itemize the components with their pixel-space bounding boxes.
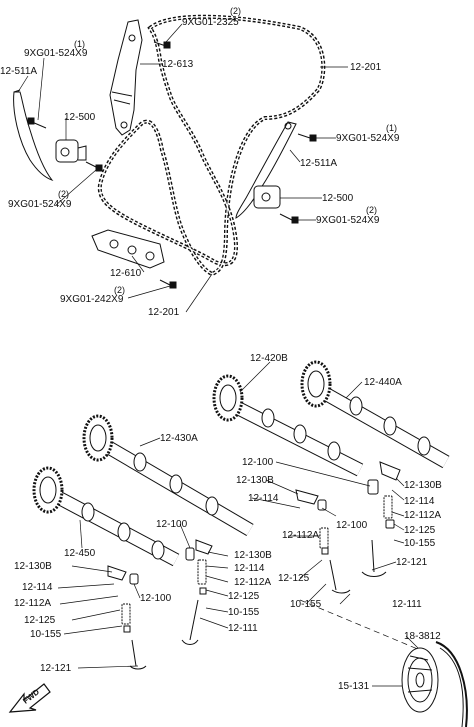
label-12-430a: 12-430A (160, 433, 198, 444)
label-12-125-a: 12-125 (404, 525, 436, 536)
label-12-130b-a: 12-130B (236, 475, 274, 486)
label-12-130b-c: 12-130B (234, 550, 272, 561)
label-12-201-top: 12-201 (350, 62, 382, 73)
label-12-114-b: 12-114 (404, 496, 435, 507)
label-12-111-b: 12-111 (392, 599, 422, 610)
label-9xg01-524x9-top-left: 9XG01-524X9 (24, 48, 88, 59)
qty-524-top-left: (1) (74, 39, 85, 49)
label-9xg01-2325: 9XG01-2325 (182, 17, 239, 28)
upper-leader-lines (17, 23, 348, 313)
label-12-500-left: 12-500 (64, 112, 96, 123)
label-9xg01-524x9-bottom-left: 9XG01-524X9 (8, 199, 72, 210)
label-12-420b: 12-420B (250, 353, 288, 364)
label-12-114-a: 12-114 (248, 493, 279, 504)
drive-belt-15-131 (435, 641, 468, 727)
label-9xg01-524x9-right-bottom: 9XG01-524X9 (316, 215, 380, 226)
label-12-100-b: 12-100 (336, 520, 368, 531)
label-15-131: 15-131 (338, 681, 370, 692)
camshaft-12-450 (32, 466, 180, 567)
bolt-242 (159, 279, 177, 289)
chain-guide-12-511a-right (235, 121, 297, 219)
qty-524-right-top: (1) (386, 123, 397, 133)
label-12-112a-c: 12-112A (234, 577, 272, 588)
label-12-130b-d: 12-130B (14, 561, 52, 572)
label-12-114-c: 12-114 (234, 563, 265, 574)
label-12-125-b: 12-125 (228, 591, 260, 602)
label-12-125-c: 12-125 (278, 573, 310, 584)
qty-2325: (2) (230, 6, 241, 16)
valve-train-mid-left (181, 539, 213, 645)
label-9xg01-242x9: 9XG01-242X9 (60, 294, 124, 305)
crank-pulley-18-3812 (401, 647, 439, 713)
bolt-left-bottom (85, 161, 103, 172)
label-12-114-d: 12-114 (22, 582, 53, 593)
label-12-450: 12-450 (64, 548, 96, 559)
bolt-2325 (153, 41, 171, 49)
label-12-111-a: 12-111 (228, 623, 258, 634)
label-12-613: 12-613 (162, 59, 194, 70)
label-10-155-a: 10-155 (404, 538, 436, 549)
label-12-201-bottom: 12-201 (148, 307, 180, 318)
bolt-right-top (297, 133, 317, 142)
label-12-112a-a: 12-112A (282, 530, 320, 541)
label-12-100-d: 12-100 (140, 593, 172, 604)
label-12-121-b: 12-121 (40, 663, 72, 674)
lower-leader-lines (57, 361, 419, 687)
valve-train-mid-right (295, 489, 351, 594)
label-12-130b-b: 12-130B (404, 480, 442, 491)
timing-chain (97, 14, 326, 277)
valve-train-left (107, 565, 147, 670)
camshaft-12-440a (300, 360, 450, 469)
label-12-100-c: 12-100 (156, 519, 188, 530)
label-12-100-a: 12-100 (242, 457, 274, 468)
label-12-125-d: 12-125 (24, 615, 56, 626)
bolt-left-top (27, 117, 47, 129)
bolt-right-bottom (279, 213, 299, 224)
camshaft-12-430a (82, 414, 254, 537)
label-12-610: 12-610 (110, 268, 142, 279)
chain-guide-12-613 (109, 19, 143, 136)
chain-guide-12-610 (91, 229, 165, 269)
qty-242: (2) (114, 285, 125, 295)
valve-train-right (361, 461, 401, 577)
label-12-112a-d: 12-112A (14, 598, 52, 609)
label-12-511a-left: 12-511A (0, 66, 38, 77)
label-10-155-b: 10-155 (228, 607, 260, 618)
label-10-155-d: 10-155 (30, 629, 62, 640)
label-12-112a-b: 12-112A (404, 510, 442, 521)
chain-tensioner-12-500-right (253, 185, 281, 209)
label-12-121-a: 12-121 (396, 557, 428, 568)
chain-guide-12-511a-left (13, 89, 54, 182)
label-18-3812: 18-3812 (404, 631, 441, 642)
label-9xg01-524x9-right-top: 9XG01-524X9 (336, 133, 400, 144)
qty-524-right-bottom: (2) (366, 205, 377, 215)
qty-524-bottom-left: (2) (58, 189, 69, 199)
label-12-440a: 12-440A (364, 377, 402, 388)
label-12-500-right: 12-500 (322, 193, 354, 204)
label-12-511a-right: 12-511A (300, 158, 338, 169)
camshaft-12-420b (212, 374, 364, 477)
chain-tensioner-12-500-left (55, 139, 87, 163)
dashed-reference-line (299, 599, 421, 651)
label-10-155-c: 10-155 (290, 599, 322, 610)
fwd-arrow-icon (8, 683, 51, 713)
